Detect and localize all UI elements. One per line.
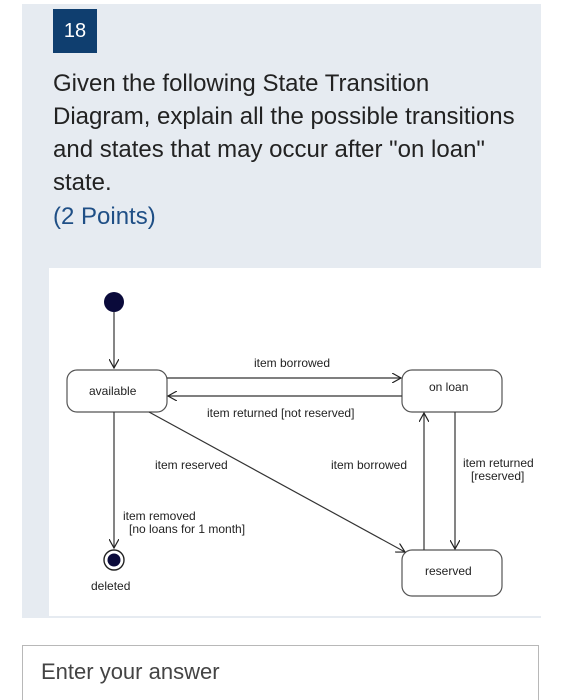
state-available-label: available — [89, 384, 137, 398]
state-reserved-label: reserved — [425, 564, 472, 578]
state-on-loan — [401, 369, 503, 413]
label-item-borrowed-top: item borrowed — [254, 356, 330, 370]
label-item-returned-not-reserved: item returned [not reserved] — [207, 406, 354, 420]
question-points: (2 Points) — [53, 203, 156, 230]
question-text: Given the following State Transition Dia… — [53, 70, 515, 196]
diagram-svg: available on loan reserved item borrowed… — [66, 292, 534, 597]
initial-state-node — [104, 292, 124, 312]
label-item-removed-line2: [no loans for 1 month] — [129, 522, 245, 536]
answer-field[interactable] — [22, 645, 539, 700]
question-number-badge: 18 — [53, 9, 97, 53]
label-item-removed-line1: item removed — [123, 509, 196, 523]
answer-input[interactable] — [23, 646, 538, 698]
state-deleted-label: deleted — [91, 579, 130, 593]
label-item-returned-line2: [reserved] — [471, 469, 524, 483]
label-item-returned-line1: item returned — [463, 456, 534, 470]
state-transition-diagram: available on loan reserved item borrowed… — [49, 268, 558, 616]
transition-available-to-reserved — [148, 411, 405, 552]
state-on-loan-label: on loan — [429, 380, 468, 394]
question-card: 18 Given the following State Transition … — [22, 4, 558, 618]
label-item-borrowed-side: item borrowed — [331, 458, 407, 472]
state-reserved — [401, 549, 503, 597]
label-item-reserved: item reserved — [155, 458, 228, 472]
final-state-node — [107, 553, 121, 567]
